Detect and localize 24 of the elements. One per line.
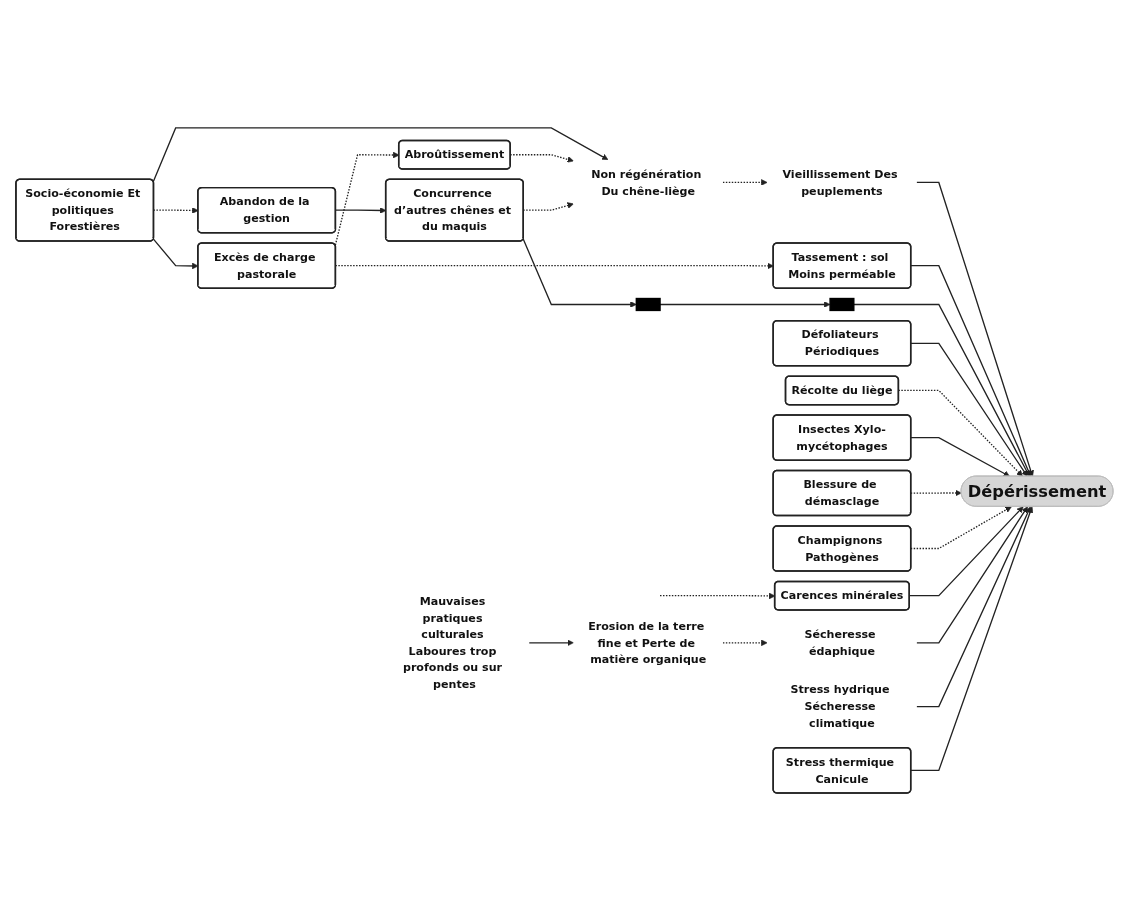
arrow [152,126,609,182]
node-text: Stress hydrique Sécheresse climatique [790,682,890,730]
node-box [829,297,855,311]
arrow [910,436,1010,477]
arrow [910,264,1032,477]
node-text: Sécheresse édaphique [804,627,876,658]
node-box [635,297,661,311]
node-text: Mauvaises pratiques culturales Laboures trop profonds ou sur pentes [402,593,503,691]
arrow [910,342,1028,477]
node-text: Vieillissement Des peuplements [782,166,898,197]
arrow [915,181,1034,477]
arrow [853,303,1030,477]
arrow [522,237,637,308]
arrow [722,178,768,186]
arrow [722,639,768,646]
arrow [915,506,1031,707]
arrow [915,506,1028,644]
arrow [528,639,574,646]
arrow [910,489,962,496]
arrow [910,506,1034,771]
node-text: Erosion de la terre fine et Perte de matière organique [588,618,707,666]
arrow [910,506,1012,549]
arrow [659,300,831,308]
node-text: Non régénération Du chêne-liège [591,166,702,197]
